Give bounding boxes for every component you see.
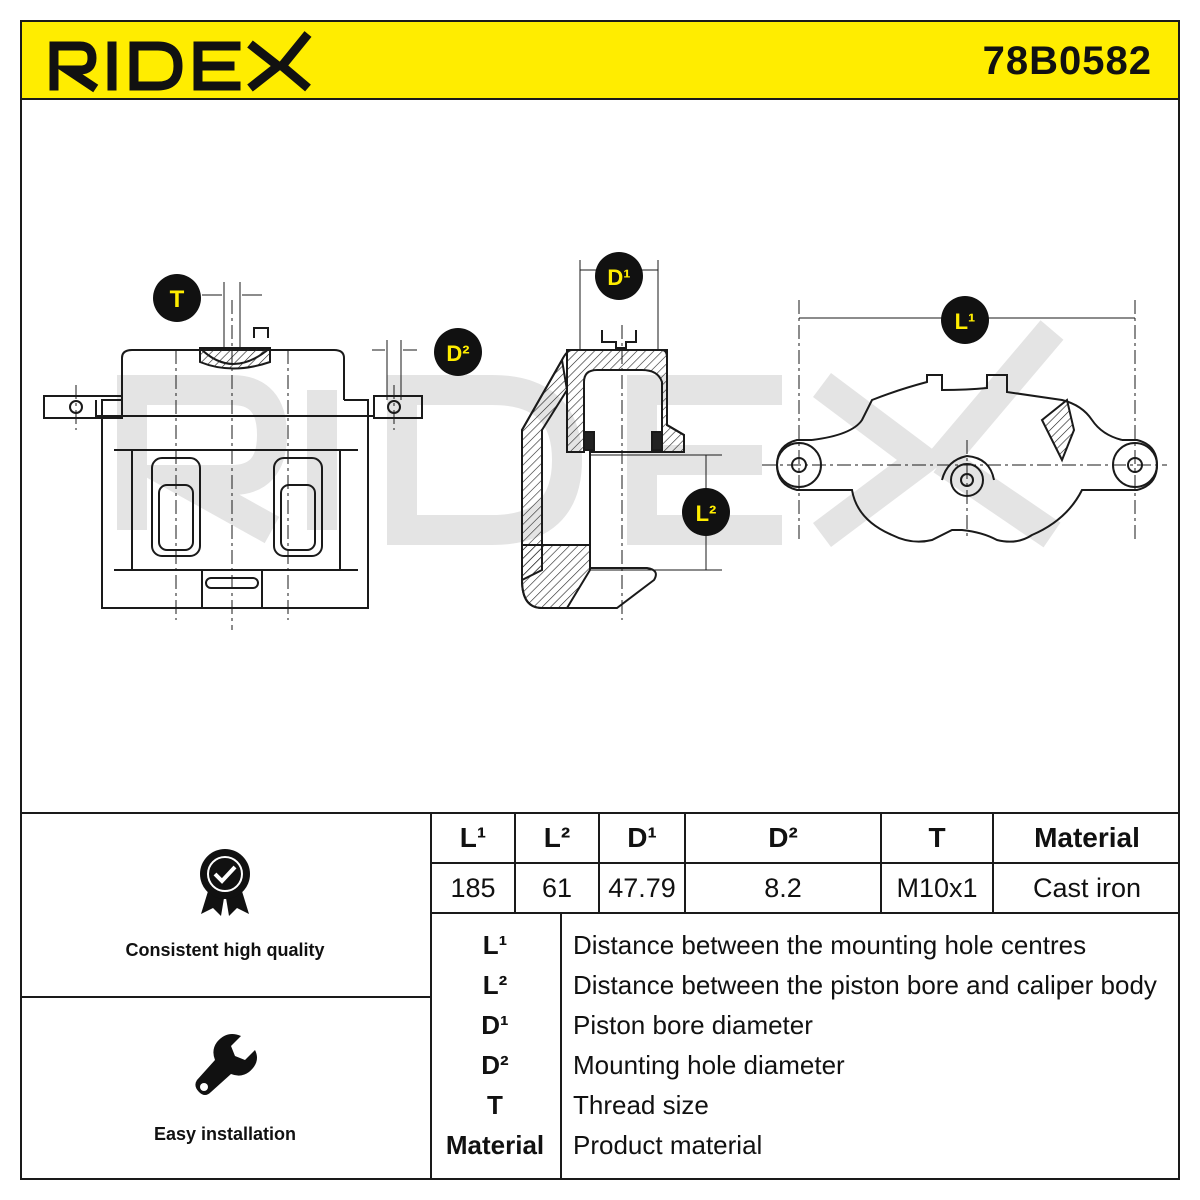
legend-desc: Distance between the mounting hole centr… [573,930,1087,960]
legend-desc: Product material [573,1130,763,1160]
spec-header-L1: L¹ [459,822,487,853]
spec-header-T: T [928,822,946,853]
svg-text:L¹: L¹ [955,309,976,334]
spec-value-T: M10x1 [896,872,978,903]
spec-value-material: Cast iron [1032,872,1142,903]
callout-D1: D¹ [595,252,643,300]
legend-desc: Distance between the piston bore and cal… [573,970,1157,1000]
spec-header-material: Material [1034,822,1140,853]
caliper-section-view [521,260,722,620]
spec-value-D1: 47.79 [608,872,676,903]
legend-key: L¹ [482,930,508,960]
callout-L2: L² [682,488,730,536]
divider-drawing-bottom [20,812,1180,814]
spec-header-D2: D² [768,822,798,853]
wrench-icon [195,1034,257,1095]
legend-desc: Thread size [573,1090,709,1120]
header-bar: 78B0582 [20,20,1180,100]
spec-col-divider [992,812,994,912]
svg-text:L²: L² [696,501,717,526]
spec-col-divider [598,812,600,912]
spec-value-L1: 185 [450,872,496,903]
callout-L1: L¹ [941,296,989,344]
feature-label-quality: Consistent high quality [125,940,325,960]
spec-col-divider [684,812,686,912]
caliper-top-view [762,300,1167,543]
quality-badge-icon [200,849,250,916]
legend-desc: Mounting hole diameter [573,1050,845,1080]
svg-text:T: T [170,286,185,313]
spec-table-row-divider [430,862,1180,864]
spec-col-divider [514,812,516,912]
divider-features-mid [20,996,430,998]
svg-text:D²: D² [446,341,469,366]
legend-key: D² [481,1050,509,1080]
svg-text:D¹: D¹ [607,265,630,290]
spec-value-L2: 61 [541,872,573,903]
ridex-logo [49,31,312,93]
legend-key: T [487,1090,503,1120]
legend-key: L² [482,970,508,1000]
divider-features-right [430,812,432,1180]
part-number: 78B0582 [982,39,1152,83]
spec-value-D2: 8.2 [764,872,802,903]
legend-desc: Piston bore diameter [573,1010,813,1040]
caliper-front-view [43,282,423,630]
legend-key: Material [445,1130,545,1160]
spec-table-bottom [430,912,1180,914]
legend-divider [560,912,562,1180]
callout-T: T [153,274,201,322]
spec-header-L2: L² [543,822,571,853]
spec-col-divider [880,812,882,912]
spec-header-D1: D¹ [627,822,657,853]
caliper-technical-drawing: T D² D¹ L² L¹ [43,252,1167,630]
feature-label-installation: Easy installation [153,1124,297,1144]
callout-D2: D² [434,328,482,376]
legend-key: D¹ [481,1010,509,1040]
